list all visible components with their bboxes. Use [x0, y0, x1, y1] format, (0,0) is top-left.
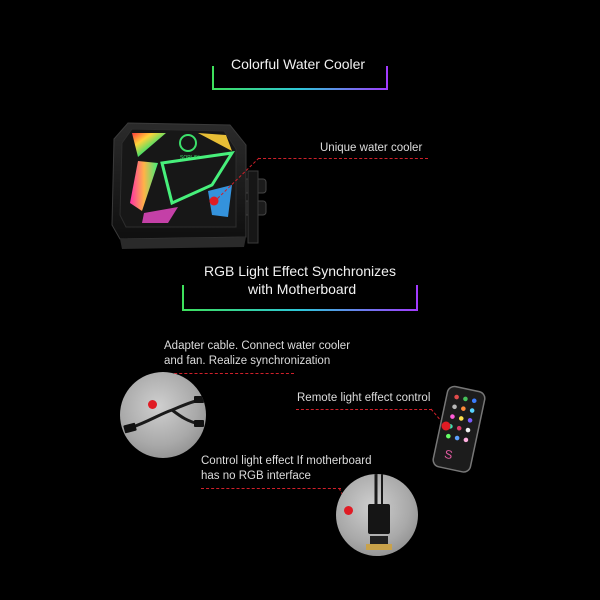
bracket2-right [416, 285, 418, 311]
pump-logo-icon [179, 134, 197, 152]
bracket-bottom [212, 88, 388, 90]
control-callout-dot [344, 506, 353, 515]
pump-callout-line [258, 158, 428, 159]
remote-callout-diagonal [430, 408, 443, 423]
controller-photo [336, 474, 418, 556]
control-callout-line [201, 488, 341, 489]
heading2-line2: with Motherboard [248, 281, 357, 297]
pump-callout-label: Unique water cooler [320, 142, 423, 154]
heading2-line1: RGB Light Effect Synchronizes [204, 263, 396, 279]
remote-control: S [432, 385, 486, 473]
bracket2-left [182, 285, 184, 311]
bracket-left [212, 66, 214, 90]
bracket-right [386, 66, 388, 90]
control-callout-line2: has no RGB interface [201, 470, 311, 482]
adapter-callout-line [164, 373, 294, 374]
water-cooler-pump: SOPLAY [111, 122, 267, 249]
remote-logo: S [443, 447, 454, 462]
adapter-callout-line2: and fan. Realize synchronization [164, 355, 331, 367]
heading2-frame [182, 285, 418, 311]
heading1: Colorful Water Cooler [231, 56, 366, 72]
adapter-callout-dot [148, 400, 157, 409]
pump-callout-diagonal [214, 157, 260, 203]
control-callout-line1: Control light effect If motherboard [201, 455, 372, 467]
bracket2-bottom [182, 309, 418, 311]
adapter-cable-photo [120, 372, 206, 458]
pump-callout-dot [209, 196, 219, 206]
remote-callout-line [296, 409, 432, 410]
remote-callout-dot [441, 421, 451, 431]
adapter-cable-icon [123, 396, 204, 434]
adapter-callout-line1: Adapter cable. Connect water cooler [164, 340, 351, 352]
pump-logo-text: SOPLAY [180, 155, 200, 161]
heading1-frame [212, 66, 388, 90]
controller-cable-icon [366, 474, 392, 550]
remote-callout-label: Remote light effect control [297, 392, 431, 404]
